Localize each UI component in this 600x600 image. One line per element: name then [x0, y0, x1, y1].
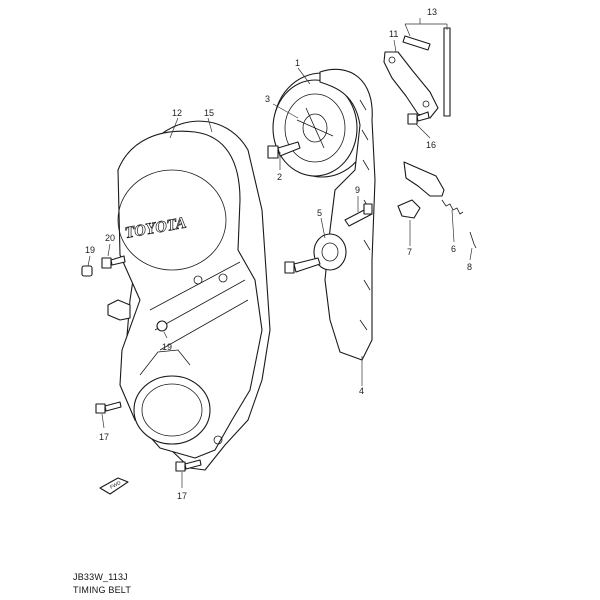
callout-9: 9: [355, 185, 360, 195]
callout-15: 15: [204, 108, 214, 118]
leader-lines: [87, 18, 473, 488]
tensioner-bracket: [383, 51, 439, 119]
camshaft-pulley: [272, 72, 371, 178]
callout-1: 1: [295, 58, 300, 68]
diagram-code: JB33W_113J: [73, 572, 128, 582]
tensioner-bolt: [284, 257, 321, 274]
fwd-arrow: FWD: [99, 477, 129, 495]
callout-8: 8: [467, 262, 472, 272]
spring-clip: [469, 231, 477, 249]
callout-17-upper: 17: [99, 432, 109, 442]
cover-clip: [107, 299, 131, 321]
callout-12: 12: [172, 108, 182, 118]
callout-16: 16: [426, 140, 436, 150]
callout-20: 20: [105, 233, 115, 243]
tensioner-pulley: [313, 233, 347, 271]
callout-19-cover: 19: [162, 342, 172, 352]
cover-bolt-17-lower: [175, 459, 202, 472]
callout-11: 11: [389, 29, 398, 39]
grommet-19-cover: [156, 320, 168, 332]
callout-4: 4: [359, 386, 364, 396]
callout-6: 6: [451, 244, 456, 254]
callout-5: 5: [317, 208, 322, 218]
grommet-19-left: [81, 265, 93, 277]
timing-cover-front: TOYOTA: [117, 130, 263, 459]
tensioner-plate: [397, 161, 445, 219]
cover-bolt-17-upper: [95, 401, 122, 414]
bracket-bolt-16: [407, 111, 430, 125]
callout-2: 2: [277, 172, 282, 182]
diagram-title: TIMING BELT: [73, 585, 132, 595]
callout-7: 7: [407, 247, 412, 257]
pulley-bolt: [267, 141, 301, 159]
bolt-20: [101, 255, 126, 269]
callout-19-left: 19: [85, 245, 95, 255]
tensioner-spring: [441, 199, 464, 215]
fwd-label: FWD: [109, 480, 122, 491]
callouts: 1 2 3 4 5 6 7 8 9 11 12 13 15 16 17 17 1…: [85, 7, 472, 501]
tensioner-stud: [344, 203, 373, 227]
callout-13: 13: [427, 7, 437, 17]
callout-3: 3: [265, 94, 270, 104]
callout-17-lower: 17: [177, 491, 187, 501]
